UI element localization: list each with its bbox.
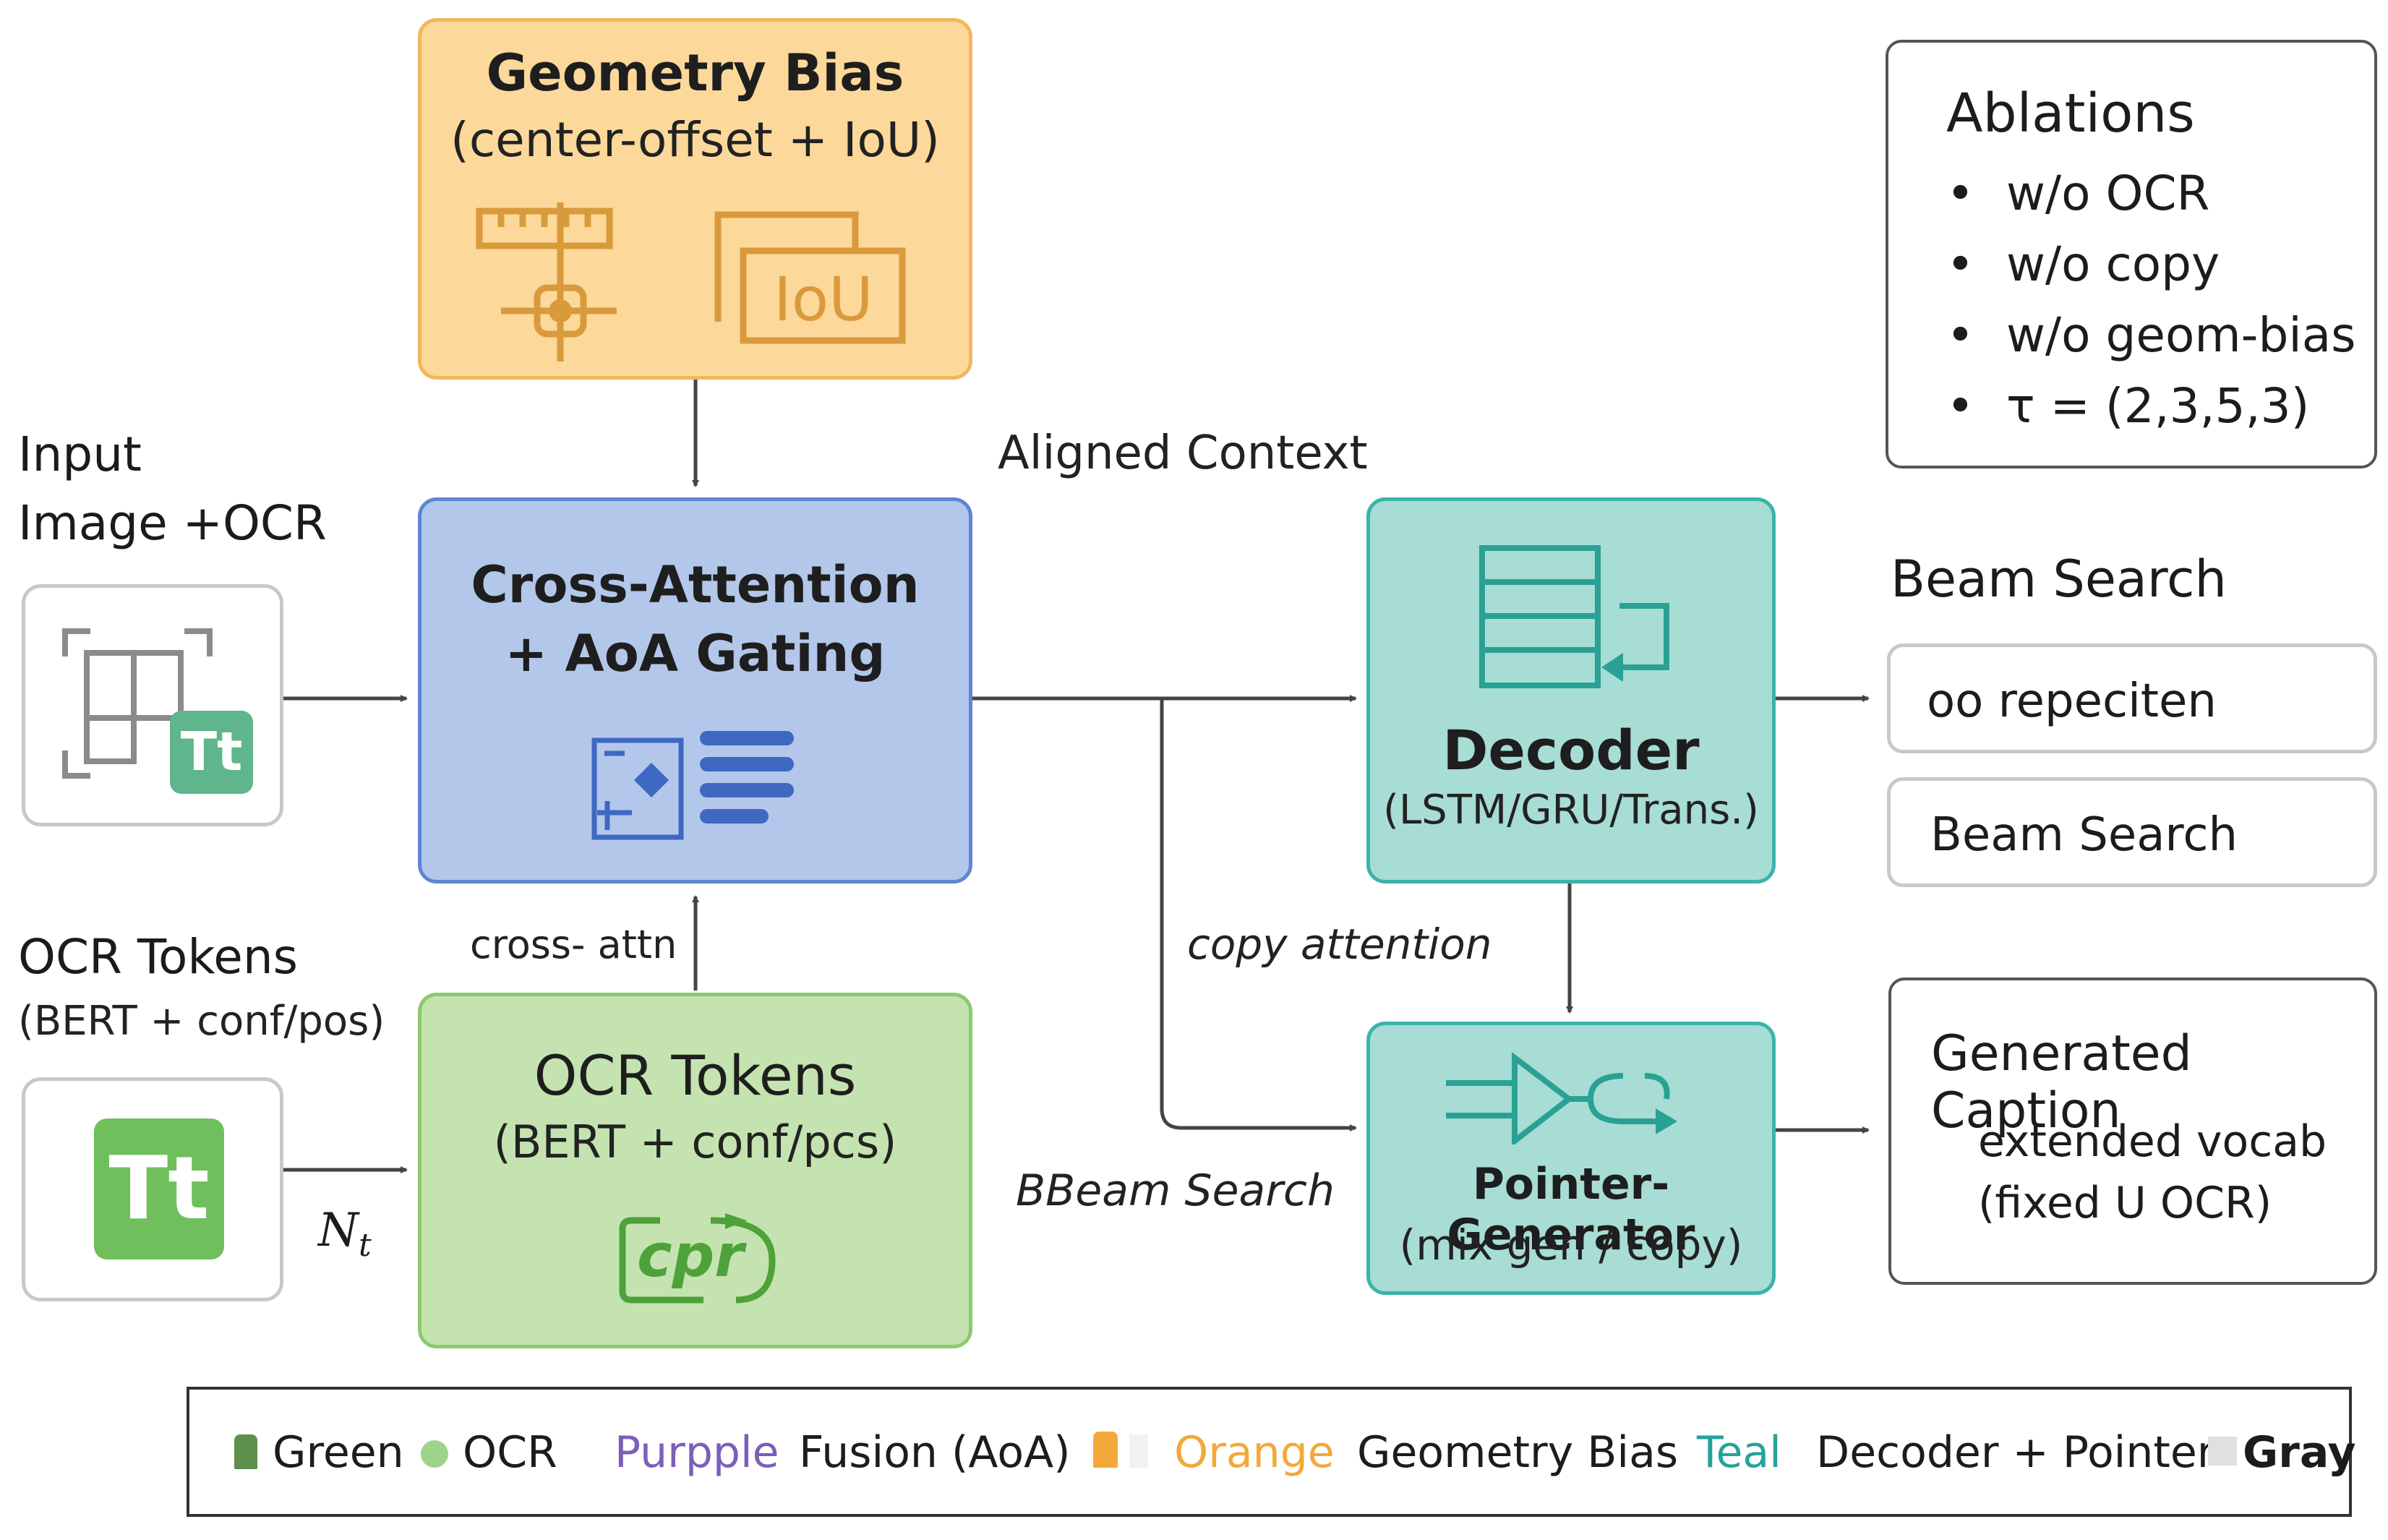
beam-option-1: oo repeciten — [1887, 643, 2377, 753]
pointer-generator-title: Pointer-Generator — [1447, 1159, 1695, 1260]
cross-attention-title-line1: Cross-Attention — [471, 555, 920, 615]
cross-attention-title-line2: + AoA Gating — [505, 624, 886, 683]
decoder-box: Decoder (LSTM/GRU/Trans.) — [1366, 497, 1776, 884]
ruler-icon — [476, 202, 617, 362]
ocr-tokens-input-label-line1: OCR Tokens — [18, 929, 299, 985]
text-badge-icon: Tt — [170, 711, 253, 794]
beam-search-italic-label: BBeam Search — [1016, 1165, 1335, 1216]
legend-label-geometry: Geometry Bias — [1357, 1427, 1679, 1478]
legend-label-orange: Orange — [1174, 1427, 1335, 1478]
legend: Green OCR Purpple Fusion (AoA) Orange Ge… — [187, 1387, 2356, 1517]
beam-option-2: Beam Search — [1887, 777, 2377, 887]
ablation-item: •w/o copy — [1946, 236, 2220, 292]
ablation-item: •w/o geom-bias — [1946, 307, 2356, 363]
cpr-loop-icon: cpr — [617, 1213, 776, 1304]
legend-label-purple: Purpple — [615, 1427, 779, 1478]
legend-label-fusion: Fusion (AoA) — [799, 1427, 1071, 1478]
ablations-title: Ablations — [1946, 82, 2195, 145]
ocr-input-box: Tt — [22, 1077, 283, 1301]
legend-label-teal: Teal — [1697, 1427, 1781, 1478]
geometry-bias-box: Geometry Bias (center-offset + IoU) IoU — [418, 18, 972, 380]
ocr-tokens-input-label-line2: (BERT + conf/pos) — [18, 998, 385, 1045]
iou-icon-text: IoU — [774, 264, 873, 335]
ocr-tokens-subtitle: (BERT + conf/pcs) — [493, 1116, 897, 1168]
arrow-copy-attention — [1160, 698, 1357, 1132]
legend-swatch-gray — [2208, 1437, 2237, 1466]
pointer-generator-box: Pointer-Generator (mix gen / copy) — [1366, 1022, 1776, 1295]
legend-label-green: Green — [273, 1427, 404, 1478]
cross-attention-box: Cross-Attention + AoA Gating — [418, 497, 972, 884]
stack-loop-icon — [1479, 545, 1669, 688]
legend-label-decoder: Decoder + Pointer — [1816, 1427, 2215, 1478]
attention-map-icon — [591, 737, 684, 840]
ablation-item: •w/o OCR — [1946, 166, 2210, 221]
nt-edge-label: Nt — [318, 1204, 372, 1264]
iou-boxes-icon — [714, 211, 906, 344]
target-icon — [501, 202, 617, 362]
legend-swatch-green — [234, 1434, 257, 1469]
legend-label-ocr: OCR — [463, 1427, 557, 1478]
input-label-line1: Input — [18, 427, 142, 482]
text-badge-icon: Tt — [94, 1118, 224, 1259]
ocr-tokens-box: OCR Tokens (BERT + conf/pcs) cpr — [418, 993, 972, 1348]
ablations-box: Ablations •w/o OCR •w/o copy •w/o geom-b… — [1886, 40, 2377, 469]
ocr-tokens-title: OCR Tokens — [534, 1043, 857, 1108]
legend-label-gray: Gray — [2243, 1427, 2356, 1478]
decoder-subtitle: (LSTM/GRU/Trans.) — [1383, 787, 1759, 834]
pointer-generator-subtitle: (mix gen / copy) — [1399, 1220, 1743, 1270]
generated-caption-box: Generated Caption extended vocab (fixed … — [1888, 978, 2377, 1285]
aligned-context-label: Aligned Context — [998, 427, 1368, 480]
decoder-title: Decoder — [1442, 718, 1700, 782]
legend-swatch-ocr — [421, 1440, 448, 1468]
mux-icon — [1446, 1051, 1677, 1145]
geometry-bias-title: Geometry Bias — [486, 43, 904, 103]
generated-caption-line1: extended vocab — [1978, 1116, 2327, 1167]
ablation-item: •τ = (2,3,5,3) — [1946, 378, 2310, 434]
legend-swatch-light — [1129, 1434, 1148, 1468]
generated-caption-line2: (fixed U OCR) — [1978, 1178, 2272, 1228]
input-label-line2: Image +OCR — [18, 495, 327, 551]
copy-attention-label: copy attention — [1187, 920, 1492, 969]
geometry-bias-subtitle: (center-offset + IoU) — [450, 112, 940, 168]
generated-caption-title: Generated Caption — [1931, 1025, 2192, 1139]
image-frame-icon — [62, 628, 213, 779]
legend-swatch-orange — [1093, 1432, 1118, 1468]
cross-attn-label: cross- attn — [470, 922, 677, 967]
input-image-box: Tt — [22, 584, 283, 826]
beam-search-label: Beam Search — [1891, 549, 2227, 609]
lines-icon — [700, 731, 794, 824]
